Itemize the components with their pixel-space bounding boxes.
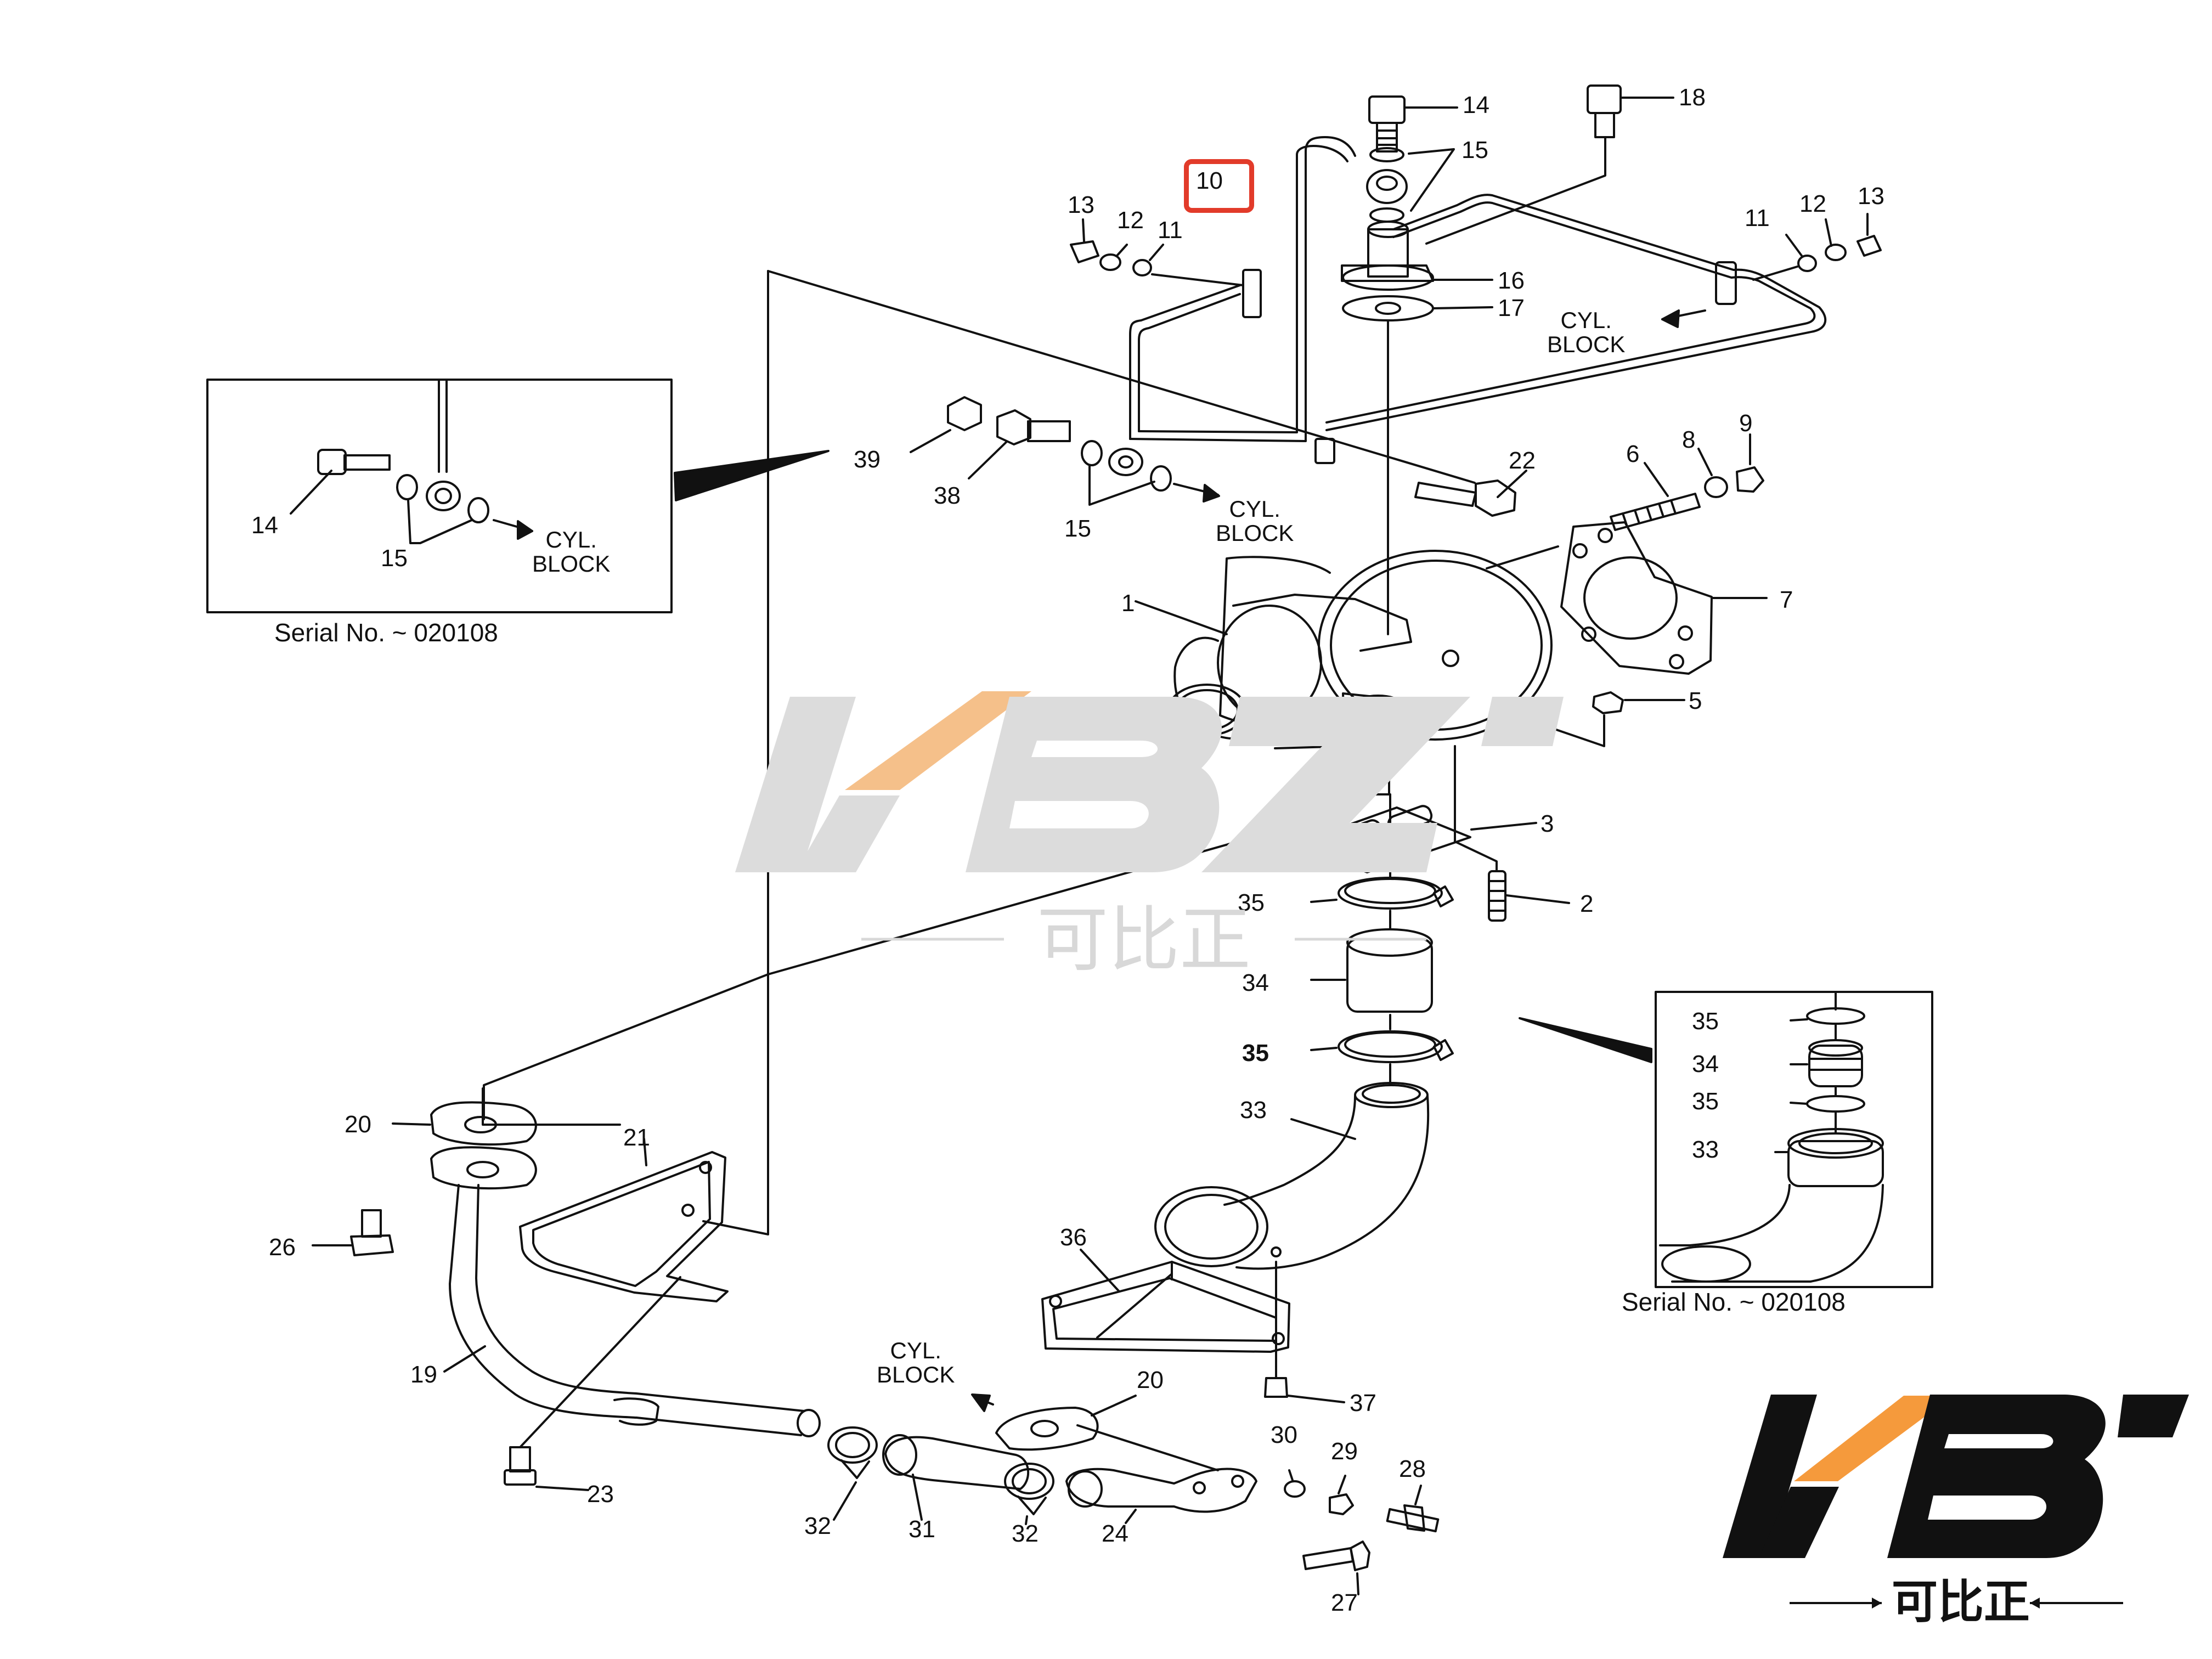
left-inset-serial: Serial No. ~ 020108 [274, 618, 498, 647]
part-label-15-inset[interactable]: 15 [381, 545, 408, 572]
part-label-17[interactable]: 17 [1498, 295, 1525, 321]
part-label-38[interactable]: 38 [934, 482, 961, 509]
right-inset-box [1655, 991, 1933, 1288]
part-label-29[interactable]: 29 [1331, 1438, 1358, 1465]
part-label-39[interactable]: 39 [854, 446, 881, 473]
part-label-35-c[interactable]: 35 [1692, 1008, 1719, 1035]
part-label-26[interactable]: 26 [269, 1234, 296, 1261]
part-label-5[interactable]: 5 [1689, 687, 1702, 714]
part-label-35-b[interactable]: 35 [1242, 1040, 1269, 1066]
part-label-22[interactable]: 22 [1509, 447, 1536, 474]
part-label-35-a[interactable]: 35 [1238, 889, 1265, 916]
cyl-block-label-mid: CYL.BLOCK [1216, 496, 1294, 546]
kbze-logo [1723, 1395, 2189, 1609]
part-label-24[interactable]: 24 [1102, 1520, 1128, 1547]
part-label-35-d[interactable]: 35 [1692, 1088, 1719, 1115]
part-label-12-left[interactable]: 12 [1117, 207, 1144, 234]
part-label-12-right[interactable]: 12 [1799, 190, 1826, 217]
part-label-15-mid[interactable]: 15 [1064, 515, 1091, 542]
part-label-32-right[interactable]: 32 [1012, 1520, 1039, 1547]
part-label-33-b[interactable]: 33 [1692, 1136, 1719, 1163]
part-label-28[interactable]: 28 [1399, 1455, 1426, 1482]
part-label-20-bottom[interactable]: 20 [1137, 1367, 1164, 1393]
logo-chinese: 可比正 [1892, 1575, 2030, 1629]
watermark [735, 691, 1564, 941]
part-label-9[interactable]: 9 [1739, 410, 1753, 437]
part-label-31[interactable]: 31 [909, 1516, 935, 1543]
part-label-21[interactable]: 21 [623, 1124, 650, 1151]
part-label-2[interactable]: 2 [1580, 890, 1594, 917]
part-label-11-left[interactable]: 11 [1158, 217, 1183, 244]
cyl-block-label-bottom: CYL.BLOCK [877, 1338, 955, 1388]
part-label-7[interactable]: 7 [1780, 586, 1793, 613]
part-label-16[interactable]: 16 [1498, 267, 1525, 294]
part-label-33-a[interactable]: 33 [1240, 1097, 1267, 1124]
part-10-highlight [1184, 159, 1254, 213]
part-label-34-b[interactable]: 34 [1692, 1051, 1719, 1077]
part-label-13-left[interactable]: 13 [1068, 191, 1094, 218]
part-label-8[interactable]: 8 [1682, 426, 1696, 453]
cyl-block-label-inset: CYL.BLOCK [532, 527, 611, 577]
part-label-27[interactable]: 27 [1331, 1589, 1358, 1616]
cyl-block-label-top-right: CYL.BLOCK [1547, 307, 1626, 358]
part-label-3[interactable]: 3 [1541, 810, 1554, 837]
part-label-30[interactable]: 30 [1271, 1421, 1297, 1448]
part-label-14-inset[interactable]: 14 [251, 512, 278, 539]
part-label-19[interactable]: 19 [410, 1361, 437, 1388]
part-label-15-top[interactable]: 15 [1462, 137, 1488, 163]
watermark-chinese: 可比正 [1037, 898, 1251, 981]
part-label-37[interactable]: 37 [1350, 1390, 1376, 1417]
part-label-34-a[interactable]: 34 [1242, 969, 1269, 996]
part-label-23[interactable]: 23 [587, 1481, 614, 1508]
part-label-32-left[interactable]: 32 [804, 1513, 831, 1539]
part-label-13-right[interactable]: 13 [1858, 183, 1884, 210]
part-label-14-top[interactable]: 14 [1463, 92, 1489, 119]
part-label-18[interactable]: 18 [1679, 84, 1706, 111]
right-inset-serial: Serial No. ~ 020108 [1622, 1288, 1846, 1316]
part-label-1[interactable]: 1 [1121, 590, 1135, 617]
part-label-6[interactable]: 6 [1626, 441, 1640, 467]
part-label-10[interactable]: 10 [1196, 167, 1223, 194]
part-label-20-top[interactable]: 20 [345, 1111, 371, 1138]
part-label-11-right[interactable]: 11 [1745, 205, 1770, 232]
part-label-36[interactable]: 36 [1060, 1224, 1087, 1251]
